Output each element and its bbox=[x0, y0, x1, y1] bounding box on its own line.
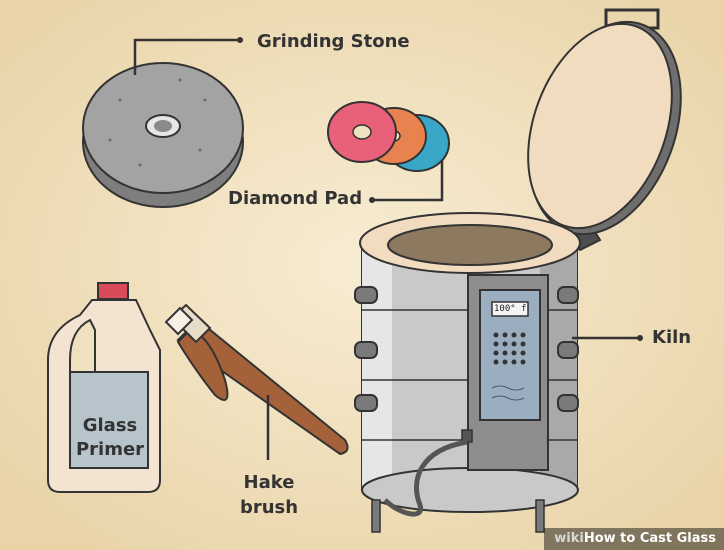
hake-brush-label-line2: brush bbox=[239, 497, 299, 518]
kiln-display-readout: 100° f bbox=[494, 304, 527, 314]
hake-brush bbox=[164, 303, 349, 456]
diamond-pads bbox=[327, 101, 450, 172]
kiln-label: Kiln bbox=[652, 327, 692, 348]
hake-brush-label-line1: Hake bbox=[243, 472, 295, 493]
wikihow-watermark: wikiHow to Cast Glass bbox=[544, 528, 724, 550]
kiln-lid bbox=[527, 8, 682, 252]
kiln-controller bbox=[383, 274, 549, 517]
grinding-stone-leader bbox=[133, 38, 240, 75]
primer-label-line1: Glass bbox=[82, 415, 138, 436]
grinding-stone-label: Grinding Stone bbox=[257, 31, 410, 52]
glass-primer-bottle bbox=[47, 282, 161, 493]
diamond-pad-label: Diamond Pad bbox=[228, 188, 363, 209]
primer-label-line2: Primer bbox=[75, 439, 145, 460]
diamond-pad-leader bbox=[372, 160, 444, 202]
grinding-stone bbox=[82, 62, 244, 208]
